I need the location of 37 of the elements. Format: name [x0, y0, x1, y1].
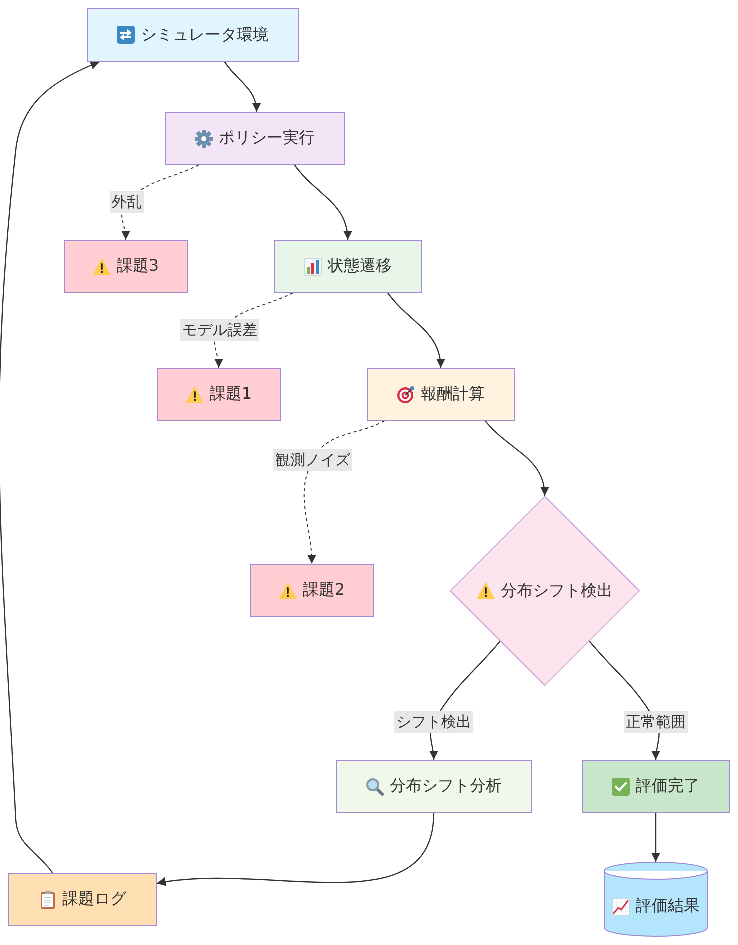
process-box: [165, 112, 345, 165]
database-cylinder: [604, 862, 708, 937]
process-box: [64, 240, 188, 293]
arrow: [0, 61, 100, 874]
edge-label: 観測ノイズ: [274, 449, 352, 471]
arrow: [224, 62, 261, 112]
edge-label: モデル誤差: [180, 319, 260, 341]
dashed-arrow: [304, 420, 386, 564]
node-text: 状態遷移: [328, 256, 392, 277]
node-text: 課題1: [210, 384, 252, 405]
node-text: 報酬計算: [421, 384, 485, 405]
node-text: 課題3: [116, 256, 160, 277]
arrow: [387, 292, 445, 368]
process-box: [274, 240, 422, 293]
node-text: ポリシー実行: [219, 128, 315, 149]
node-text: 評価完了: [636, 776, 700, 797]
arrow: [652, 813, 660, 862]
process-box: [87, 8, 299, 62]
edge-label: 正常範囲: [624, 711, 688, 733]
process-box: [8, 873, 157, 926]
arrow: [484, 420, 549, 496]
node-text: 課題2: [302, 580, 346, 601]
process-box: [157, 368, 281, 421]
process-box: [250, 564, 374, 617]
edge-label: シフト検出: [394, 711, 474, 733]
process-box: [367, 368, 515, 421]
arrow: [156, 812, 435, 887]
process-box: [582, 760, 730, 813]
node-text: 評価結果: [636, 896, 700, 917]
process-box: [336, 760, 532, 813]
edge-label: 外乱: [110, 191, 144, 213]
node-text: 課題ログ: [62, 889, 126, 910]
decision-diamond: [450, 496, 640, 686]
arrow: [294, 164, 352, 240]
node-text: 分布シフト検出: [501, 580, 613, 602]
node-text: シミュレータ環境: [141, 24, 269, 46]
node-text: 分布シフト分析: [390, 776, 502, 797]
